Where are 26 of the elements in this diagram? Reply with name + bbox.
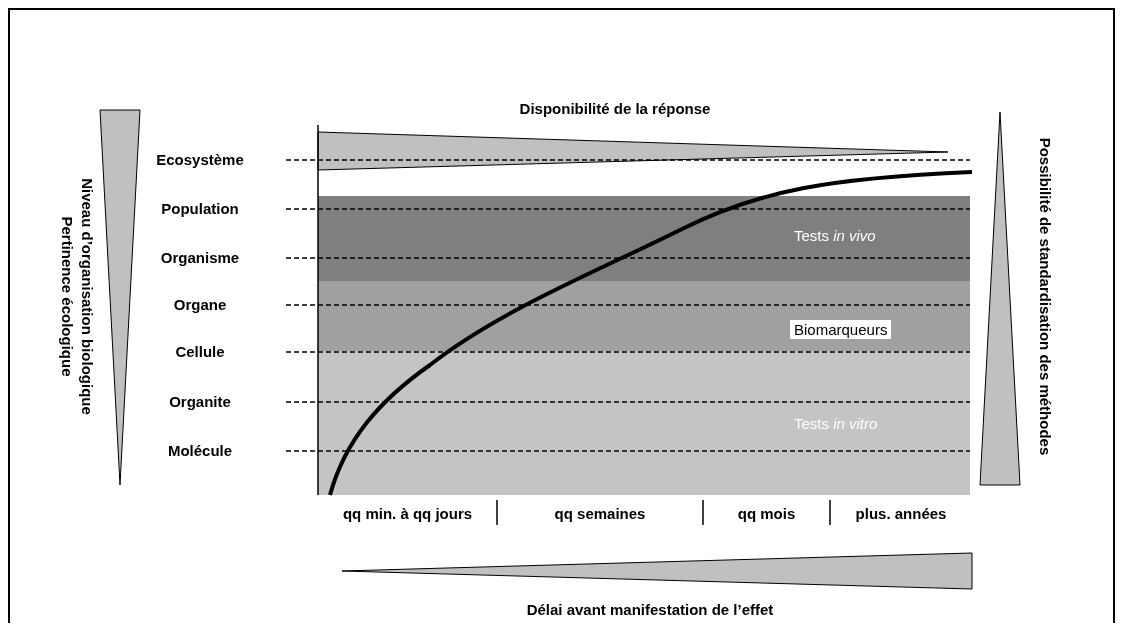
bottom-wedge	[341, 552, 973, 590]
level-label: Molécule	[166, 442, 234, 459]
shaded-band	[318, 196, 970, 281]
level-label: Cellule	[174, 343, 226, 360]
level-label: Organite	[168, 393, 232, 410]
level-label: Ecosystème	[155, 151, 245, 168]
left-wedge	[99, 109, 141, 486]
band-label: Biomarqueurs	[790, 320, 892, 339]
shaded-band	[318, 351, 970, 495]
level-label: Population	[160, 200, 240, 217]
time-label: qq mois	[736, 505, 797, 522]
axis-title: Pertinence écologique	[58, 215, 76, 379]
band-label: Tests in vitro	[793, 414, 879, 433]
right-wedge	[979, 111, 1021, 486]
time-label: qq semaines	[553, 505, 647, 522]
level-label: Organe	[172, 296, 228, 313]
axis-title: Délai avant manifestation de l’effet	[525, 601, 775, 618]
time-label: plus. années	[854, 505, 948, 522]
top-wedge	[317, 131, 949, 171]
time-label: qq min. à qq jours	[341, 505, 474, 522]
band-label: Tests in vivo	[793, 226, 877, 245]
shaded-band	[318, 281, 970, 351]
axis-title: Disponibilité de la réponse	[518, 100, 712, 117]
axis-title: Niveau d’organisation biologique	[78, 177, 96, 417]
level-label: Organisme	[159, 249, 241, 266]
axis-title: Possibilité de standardisation des méthodes	[1036, 136, 1054, 458]
